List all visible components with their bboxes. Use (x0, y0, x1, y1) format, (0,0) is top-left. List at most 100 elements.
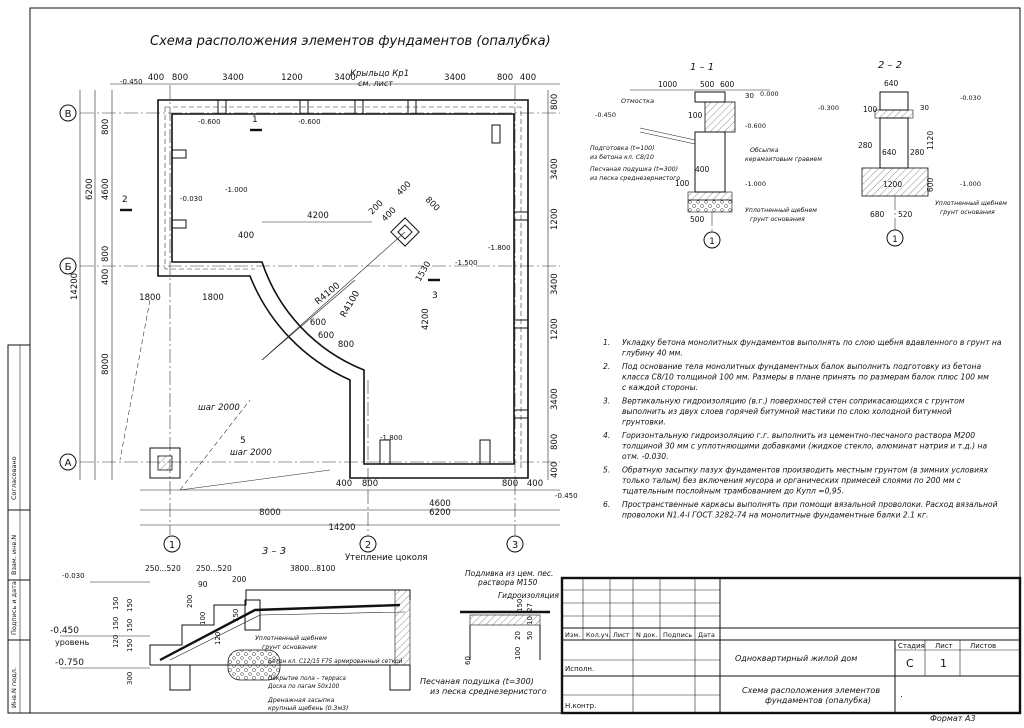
elevation-marks: -0.450 -0.600 -1.800 -0.030 -1.000 -1.50… (120, 78, 578, 500)
tb-header-2: Лист (613, 631, 630, 639)
tb-sheet-title-2: фундаментов (опалубка) (765, 696, 871, 705)
detail-dim-1: 27 (526, 603, 534, 612)
s3-elev-2: уровень (55, 638, 90, 647)
s1-label-3: Песчаная подушка (t=300) (590, 165, 678, 173)
dim-left-6: 6200 (85, 178, 95, 200)
dim-left-4: 8000 (101, 353, 111, 375)
porch-label: Крыльцо Кр1 (350, 69, 409, 79)
note-number: 1. (603, 338, 610, 347)
s1-label-8: керамзитовым гравием (745, 156, 822, 163)
elev-2: -1.800 (488, 244, 511, 252)
s2-dim-3: 640 (882, 148, 897, 157)
tb-sheets-header: Листов (970, 642, 996, 650)
section-2-2-title: 2 – 2 (878, 60, 902, 71)
detail-dim-2: 10 (526, 616, 534, 625)
dim-top-4: 3400 (334, 73, 356, 83)
step-label-1: шаг 2000 (230, 448, 272, 458)
section-2-2: 2 – 2 640 1 30 280 640 280 1120 1200 600… (818, 60, 1007, 247)
dim-top-5: 3400 (444, 73, 466, 83)
note-text-line: Под основание тела монолитных фундаментн… (622, 362, 981, 371)
s3-dim-6: 150 (126, 619, 134, 632)
s1-dim-3: 30 (745, 92, 754, 100)
note-number: 6. (603, 500, 610, 509)
s1-dim-7: 500 (690, 215, 705, 224)
dim-bottom2-0: 8000 (259, 508, 281, 518)
note-text-line: глубину 40 мм. (622, 349, 683, 358)
s3-label-8: Песчаная подушка (t=300) (420, 677, 534, 686)
elev-4: -1.000 (225, 186, 248, 194)
dim-right-4: 1200 (550, 318, 560, 340)
s2-elev-0: -0.300 (818, 104, 839, 112)
s3-label-2: грунт основания (262, 644, 317, 651)
s3-dim-1: 250...520 (196, 564, 232, 573)
s2-dim-1: 30 (920, 104, 929, 112)
tb-sheet: 1 (940, 657, 947, 670)
axis-label-3: 3 (512, 540, 518, 551)
foundation-outline (119, 99, 529, 491)
axis-label-a: А (65, 458, 72, 469)
dim-inner-7: 4200 (421, 308, 431, 330)
left-dimensions: 800 4600 800 400 8000 14200 6200 (70, 90, 113, 480)
s1-label-0: Отмостка (621, 97, 654, 105)
stamp-inv-original: Инв.N подл. (10, 667, 18, 708)
detail-node: Подливка из цем. пес. раствора М150 Гидр… (460, 569, 559, 665)
dim-bottom1-0: 400 (336, 479, 352, 489)
s3-dim-11: 150 (232, 609, 240, 622)
s1-label-6: грунт основания (750, 216, 805, 223)
tb-role-1: Н.контр. (565, 702, 596, 710)
dim-bottom1-1: 800 (362, 479, 378, 489)
title-block: Изм. Кол.уч. Лист N док. Подпись Дата Ис… (560, 576, 1022, 715)
dim-left-3: 400 (101, 269, 111, 285)
s3-dim-8: 120 (112, 635, 120, 648)
dim-top-3: 1200 (281, 73, 303, 83)
dim-right-6: 800 (550, 434, 560, 450)
dim-right-0: 800 (550, 94, 560, 110)
s3-label-1: Уплотненный щебнем (255, 634, 327, 642)
note-text-line: с каждой стороны. (622, 383, 698, 392)
detail-dim-4: 20 (514, 631, 522, 640)
s3-label-5: Доска по лагам 50x100 (267, 684, 340, 690)
s2-dim-6: 1200 (883, 180, 902, 189)
porch-ref: см. лист (358, 79, 393, 88)
dim-inner-0: 4200 (307, 211, 329, 221)
elev-3: -0.030 (180, 195, 203, 203)
section-mark-2: 2 (122, 195, 128, 205)
axis-bubbles: В Б А 1 2 3 (59, 104, 524, 553)
s1-label-7: Обсыпка (750, 146, 779, 154)
dim-inner-2: 1800 (139, 293, 161, 303)
dim-inner-5: 600 (318, 331, 334, 341)
elev-1: -0.600 (198, 118, 221, 126)
s3-dim-7: 150 (126, 639, 134, 652)
elev-7: -0.600 (298, 118, 321, 126)
s3-dim-12: 300 (126, 672, 134, 685)
note-number: 5. (603, 466, 610, 475)
s3-label-4: Покрытие пола – терраса (268, 676, 346, 682)
s1-elev-2: -0.600 (745, 122, 766, 130)
dim-left-2: 800 (101, 246, 111, 262)
note-text-line: выполнить из двух слоев горячей битумной… (622, 407, 952, 416)
s3-label-0: Утепление цоколя (345, 553, 427, 563)
tb-sheet-title-1: Схема расположения элементов (742, 686, 880, 695)
dim-bottom1-3: 800 (502, 479, 518, 489)
dim-left-5: 14200 (70, 273, 80, 300)
dim-left-1: 4600 (101, 178, 111, 200)
general-notes: 1.Укладку бетона монолитных фундаментов … (603, 338, 1002, 520)
s3-dim-15: 200 (186, 595, 194, 608)
note-text-line: грунтовки. (622, 418, 666, 427)
note-text-line: Вертикальную гидроизоляцию (в.г.) поверх… (622, 397, 965, 406)
s3-dim-10: 150 (112, 597, 120, 610)
dim-bottom2-1: 6200 (429, 508, 451, 518)
s1-axis: 1 (709, 237, 715, 247)
side-stamp: Согласовано Взам. инв.N Подпись и дата И… (7, 344, 31, 714)
right-dimensions: 800 3400 1200 3400 1200 3400 800 400 (547, 90, 560, 480)
section-1-1: 1 – 1 1000 500 600 1 30 100 400 100 500 … (590, 62, 822, 249)
s2-dim-2: 280 (858, 141, 873, 150)
note-number: 4. (603, 431, 610, 440)
dim-top-1: 800 (172, 73, 188, 83)
s1-elev-0: 0.000 (760, 90, 779, 98)
s1-dim-5: 400 (695, 165, 710, 174)
plan-annotations: шаг 2000 шаг 2000 1 2 3 5 (120, 115, 440, 458)
inner-dimensions: 4200 1800 1800 400 600 600 800 4200 1530… (139, 180, 441, 361)
